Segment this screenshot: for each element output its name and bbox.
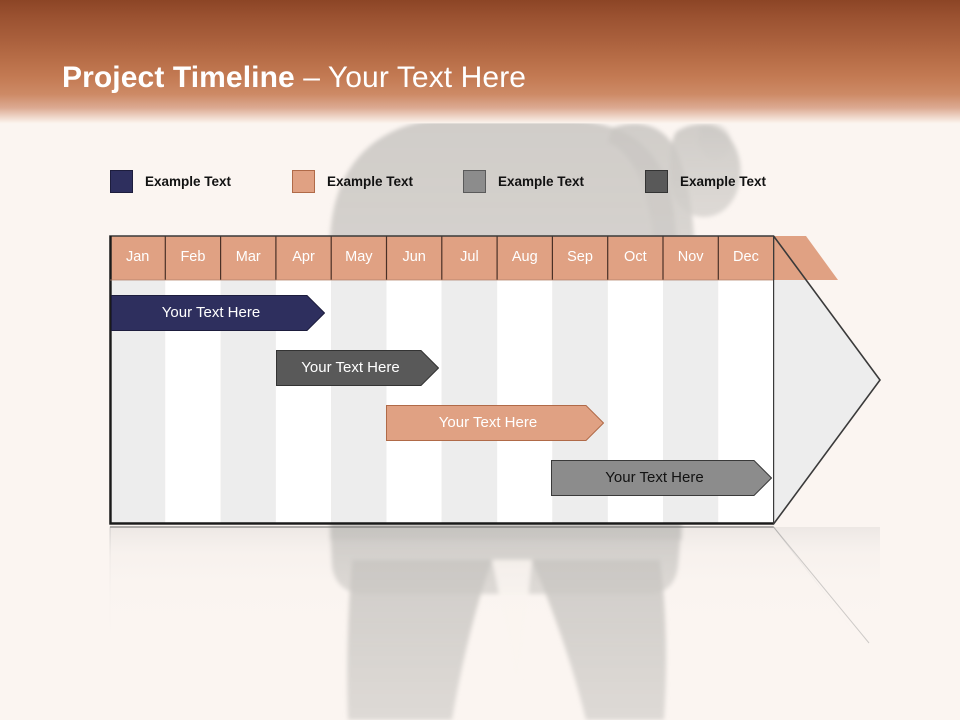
legend-item-label: Example Text [145, 173, 232, 189]
task-bar-2-shape [276, 350, 439, 386]
header-band [0, 0, 960, 124]
page-title-bold: Project Timeline [62, 61, 295, 94]
legend-swatch-icon [645, 169, 668, 193]
task-bar-1-shape [111, 295, 325, 331]
legend-item-label: Example Text [680, 173, 767, 189]
page-title: Project Timeline – Your Text Here [62, 58, 526, 98]
legend-item-2[interactable]: Example Text [292, 166, 413, 196]
legend-item-label: Example Text [498, 173, 585, 189]
task-bar-3[interactable]: Your Text Here [386, 405, 604, 441]
legend-item-1[interactable]: Example Text [110, 166, 231, 196]
task-bar-1[interactable]: Your Text Here [111, 295, 325, 331]
page-title-regular: – Your Text Here [294, 61, 527, 94]
legend-swatch-icon [463, 169, 486, 193]
task-bar-4-shape [551, 460, 772, 496]
legend-item-label: Example Text [327, 173, 414, 189]
legend-swatch-icon [292, 169, 315, 193]
legend: Example Text Example Text Example Text E… [110, 166, 830, 198]
chart-reflection [109, 526, 880, 645]
legend-item-3[interactable]: Example Text [463, 166, 584, 196]
timeline-chart: Jan Feb Mar Apr May Jun Jul Aug Sep Oct … [109, 235, 881, 525]
legend-item-4[interactable]: Example Text [645, 166, 766, 196]
task-bar-3-shape [386, 405, 604, 441]
legend-swatch-icon [110, 169, 133, 193]
task-bar-4[interactable]: Your Text Here [551, 460, 772, 496]
task-bar-2[interactable]: Your Text Here [276, 350, 439, 386]
